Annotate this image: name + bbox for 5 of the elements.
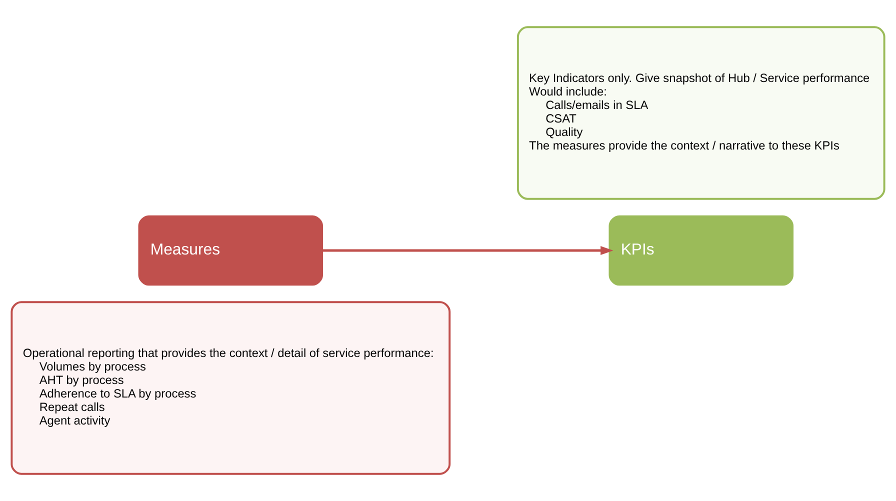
node-box: Measures (138, 215, 324, 286)
arrow (322, 246, 614, 255)
node-box: Operational reporting that provides the context / detail of service performance: Volumes by process AHT by process Adherence to SLA by process Repeat calls Agent activity (10, 301, 451, 475)
node-box: KPIs (608, 215, 794, 286)
node-box: Key Indicators only. Give snapshot of Hub / Service performance Would include: Calls/emails in SLA CSAT Quality The measures provide the context / narrative to these KPIs (516, 26, 886, 200)
